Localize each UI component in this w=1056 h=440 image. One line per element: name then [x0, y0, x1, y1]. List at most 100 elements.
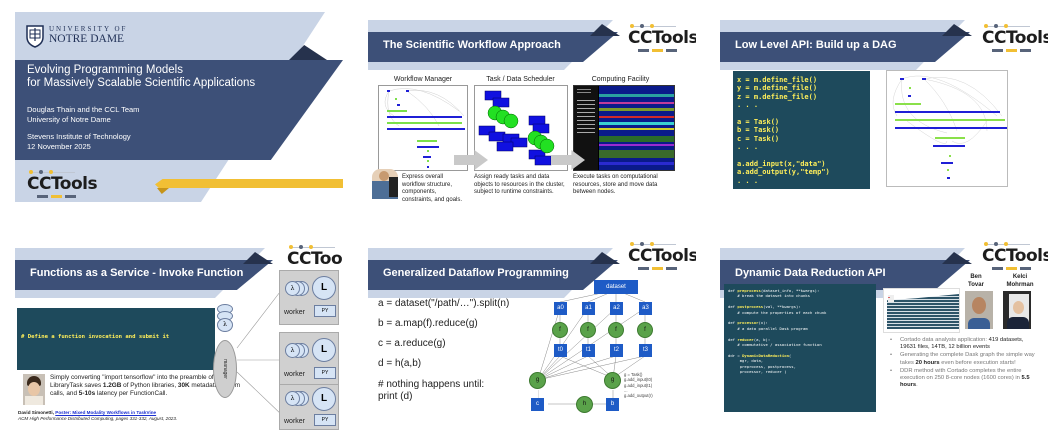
code-line: processor, reducer )	[728, 369, 787, 375]
code-line: def reducer(a, b):	[728, 336, 771, 342]
code-line: mgr, data,	[728, 358, 764, 364]
code-line: def processor(x):	[728, 320, 768, 326]
slide-title: Functions as a Service - Invoke Function	[30, 267, 244, 279]
library-icon: L	[312, 276, 336, 300]
graph-node-h: h	[576, 396, 593, 413]
code-line	[737, 152, 866, 160]
caption-scheduler: Assign ready tasks and data objects to r…	[474, 174, 565, 195]
university-line1: UNIVERSITY OF	[49, 25, 128, 33]
dag-graph-image	[886, 70, 1008, 187]
poster-link[interactable]: Poster: Mixed Modality Workflows in Task…	[55, 410, 157, 415]
university-line2: NOTRE DAME	[49, 33, 125, 45]
slide-thumbnail-1[interactable]: UNIVERSITY OF NOTRE DAME Evolving Progra…	[15, 12, 343, 202]
slide-thumbnail-2[interactable]: The Scientific Workflow Approach CCTools…	[368, 12, 696, 202]
cctools-logo: CCTools	[982, 242, 1048, 272]
lambda-icon: λ	[285, 281, 300, 296]
dataflow-line-2: b = a.map(f).reduce(g)	[378, 318, 478, 329]
title-banner: Generalized Dataflow Programming	[368, 248, 620, 298]
results-bullet-list: •Cortado data analysis application: 419 …	[890, 337, 1040, 389]
code-line: . . .	[737, 101, 759, 110]
author-block: Douglas Thain and the CCL Team Universit…	[27, 105, 139, 124]
dataflow-line-5: # nothing happens until:	[378, 379, 485, 390]
worker-label: worker	[284, 371, 306, 378]
user-at-computer-image	[372, 169, 398, 199]
venue: Stevens Institute of Technology	[27, 132, 131, 141]
code-line: z = m.define_file()	[737, 92, 818, 101]
slide-title: Low Level API: Build up a DAG	[735, 39, 897, 51]
code-comment: # Define a function invocation and submi…	[21, 334, 170, 340]
title-line-1: Evolving Programming Models	[27, 64, 183, 76]
date: 12 November 2025	[27, 141, 91, 151]
lambda-queue: λ	[215, 304, 235, 338]
cluster-monitor-image	[573, 85, 675, 171]
graph-node-f-1: f	[580, 322, 596, 338]
graph-node-f-3: f	[637, 322, 653, 338]
title-banner: The Scientific Workflow Approach	[368, 20, 620, 70]
caption-computing-facility: Execute tasks on computational resources…	[573, 174, 658, 195]
dataflow-line-4: d = h(a,b)	[378, 358, 422, 369]
column-heading-workflow-manager: Workflow Manager	[393, 76, 453, 83]
bullet-item: •Cortado data analysis application: 419 …	[890, 337, 1024, 351]
graph-node-f-2: f	[608, 322, 624, 338]
title-banner: Dynamic Data Reduction API	[720, 248, 972, 298]
lambda-icon: λ	[285, 343, 300, 358]
python-env-box: PY	[314, 305, 336, 317]
slide-title: The Scientific Workflow Approach	[383, 39, 561, 51]
title-line-2: for Massively Scalable Scientific Applic…	[27, 77, 256, 89]
function-name: reducer	[737, 336, 754, 342]
library-icon: L	[312, 387, 336, 411]
graph-node-a1: a1	[582, 302, 595, 315]
graph-node-a0: a0	[554, 302, 567, 315]
python-env-box: PY	[314, 367, 336, 379]
slide-thumbnail-5[interactable]: Generalized Dataflow Programming CCTools…	[368, 240, 696, 430]
dataflow-line-6: print (d)	[378, 391, 413, 402]
citation: David Simonetti, Poster: Mixed Modality …	[18, 410, 238, 422]
slide-title: Generalized Dataflow Programming	[383, 267, 569, 279]
title-banner: Functions as a Service - Invoke Function	[15, 248, 273, 298]
code-line: # commutative / associative function	[728, 342, 822, 348]
code-line: # a data parallel Dask program	[728, 325, 808, 331]
library-icon: L	[312, 338, 336, 362]
code-line: # break the dataset into chunks	[728, 293, 810, 299]
cctools-logo: CCTools	[628, 24, 696, 54]
graph-node-a2: a2	[610, 302, 623, 315]
gold-accent-fold	[157, 188, 169, 194]
bullet-item: •DDR method with Cortado completes the e…	[890, 367, 1030, 389]
code-line: preprocess, postprocess,	[728, 363, 796, 369]
worker-node-1[interactable]: λ L PY worker	[279, 270, 339, 325]
graph-node-t0: t0	[554, 344, 567, 357]
slide-thumbnail-4[interactable]: Functions as a Service - Invoke Function…	[15, 240, 343, 430]
flow-arrow-2	[551, 150, 585, 170]
slide-title: Dynamic Data Reduction API	[735, 267, 886, 279]
graph-node-b: b	[606, 398, 619, 411]
person-1-name: Ben Tovar	[968, 274, 984, 288]
gold-accent-bar	[155, 179, 343, 188]
function-name: DynamicDataReduction	[742, 352, 789, 358]
code-line: ddr = DynamicDataReduction(	[728, 352, 792, 358]
venue-block: Stevens Institute of Technology 12 Novem…	[27, 132, 131, 151]
workflow-dag-image	[378, 85, 468, 171]
code-line: a.add_input(x,"data")	[737, 160, 826, 169]
author-photo	[23, 374, 45, 405]
function-name: preprocess	[737, 288, 761, 293]
code-line: y = m.define_file()	[737, 84, 818, 93]
code-line: # compute the properties of each chunk	[728, 309, 827, 315]
caption-workflow-manager: Express overall workflow structure, comp…	[402, 174, 463, 202]
person-1-photo	[965, 291, 993, 329]
code-line: a.add_output(y,"temp")	[737, 168, 830, 177]
code-line	[737, 110, 866, 118]
manager-worker-links	[236, 287, 284, 417]
worker-node-3[interactable]: λ L PY worker	[279, 384, 339, 430]
graph-node-a3: a3	[639, 302, 652, 315]
graph-node-f-0: f	[552, 322, 568, 338]
person-2-name: Kelci Mohrman	[1006, 274, 1034, 288]
manager-node[interactable]: manager	[213, 340, 237, 398]
dag-api-code-block: x = m.define_file()y = m.define_file()z …	[733, 71, 870, 189]
code-line: x = m.define_file()	[737, 76, 818, 84]
graph-node-t2: t2	[610, 344, 623, 357]
slide-thumbnail-6[interactable]: Dynamic Data Reduction API CCTools def p…	[720, 240, 1048, 430]
worker-node-2[interactable]: λ L PY worker	[279, 332, 339, 387]
dataflow-line-1: a = dataset("/path/…").split(n)	[378, 298, 510, 309]
slide-thumbnail-3[interactable]: Low Level API: Build up a DAG CCTools x …	[720, 12, 1048, 202]
